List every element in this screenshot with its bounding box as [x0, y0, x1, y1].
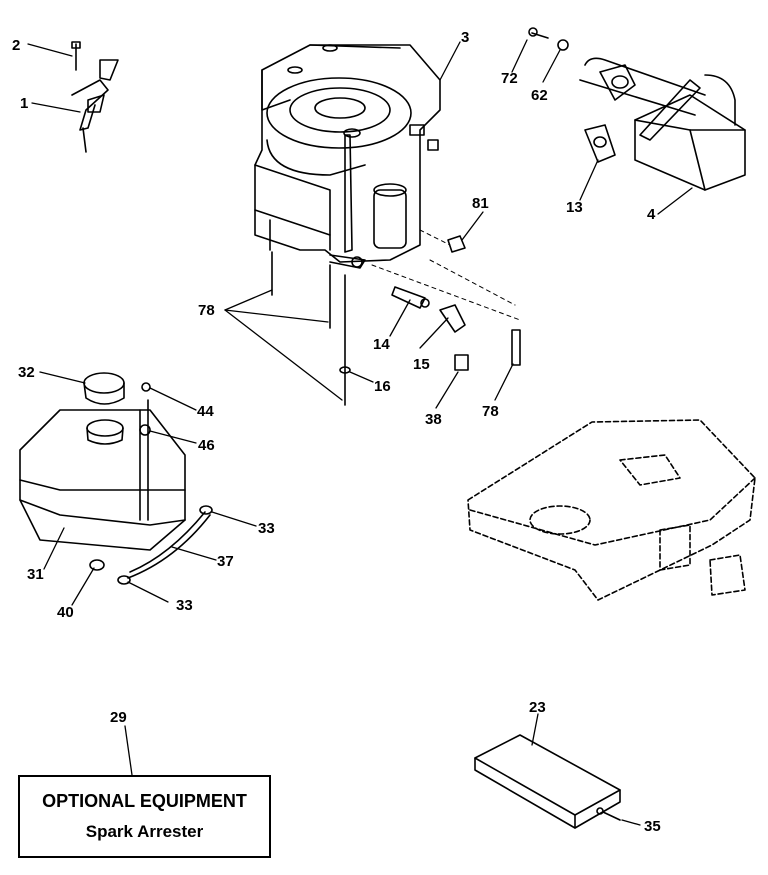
callout-13: 13 [566, 199, 583, 216]
callout-46: 46 [198, 437, 215, 454]
guide-lines [371, 229, 521, 321]
callout-44: 44 [197, 403, 214, 420]
heat-shield-part [474, 734, 621, 829]
callout-78-engine: 78 [198, 302, 215, 319]
callout-2: 2 [12, 37, 20, 54]
callout-38: 38 [425, 411, 442, 428]
callout-15: 15 [413, 356, 430, 373]
callout-62: 62 [531, 87, 548, 104]
fuel-fitting-hardware [271, 235, 521, 406]
callout-33-lower: 33 [176, 597, 193, 614]
optional-equipment-title: OPTIONAL EQUIPMENT [42, 791, 247, 811]
callout-1: 1 [20, 95, 28, 112]
callout-35: 35 [644, 818, 661, 835]
throttle-bracket-part [71, 41, 119, 153]
chassis-plate [467, 419, 756, 601]
spark-arrester-label: Spark Arrester [85, 822, 204, 841]
callout-3: 3 [461, 29, 469, 46]
leader-lines [27, 39, 693, 826]
callout-81: 81 [472, 195, 489, 212]
callout-16: 16 [374, 378, 391, 395]
callout-78-muffler: 78 [482, 403, 499, 420]
callout-72: 72 [501, 70, 518, 87]
callout-14: 14 [373, 336, 390, 353]
callout-32: 32 [18, 364, 35, 381]
callout-23: 23 [529, 699, 546, 716]
callout-33-upper: 33 [258, 520, 275, 537]
callout-31: 31 [27, 566, 44, 583]
optional-equipment-box: OPTIONAL EQUIPMENT Spark Arrester [18, 775, 271, 858]
callout-numbers: 2 1 3 4 13 72 62 81 78 14 15 16 38 78 32… [12, 29, 661, 835]
callout-37: 37 [217, 553, 234, 570]
muffler-part [528, 27, 746, 191]
engine-part [254, 44, 441, 269]
fuel-line-part [117, 505, 213, 585]
callout-40: 40 [57, 604, 74, 621]
callout-29: 29 [110, 709, 127, 726]
fuel-tank-part [19, 372, 186, 571]
callout-4: 4 [647, 206, 656, 223]
